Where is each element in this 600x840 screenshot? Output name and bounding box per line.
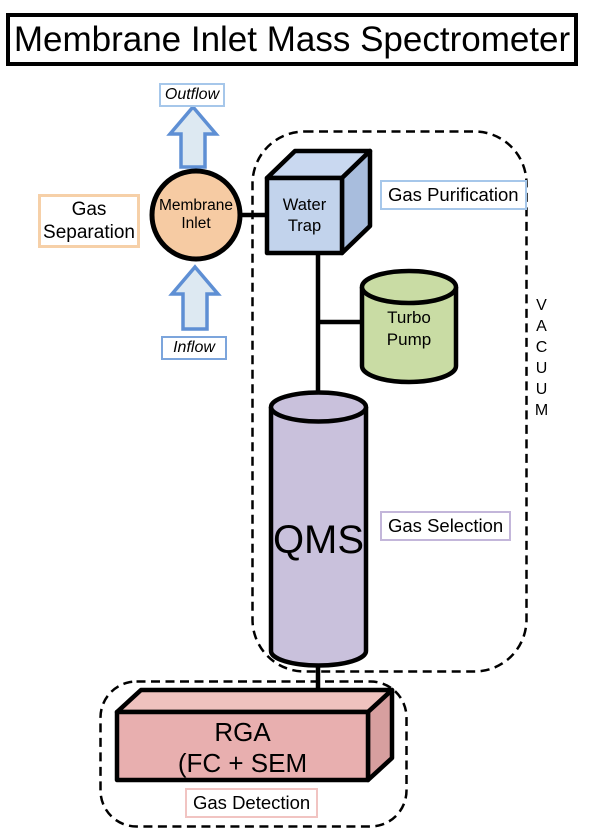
- vacuum-region-border: [251, 130, 528, 673]
- gas-purification-label: Gas Purification: [380, 180, 527, 210]
- detection-region-border: [99, 680, 408, 828]
- qms-label: QMS: [272, 518, 365, 562]
- membrane-inlet-circle: [149, 168, 243, 262]
- page-title: Membrane Inlet Mass Spectrometer: [6, 13, 578, 66]
- rga-box: [114, 687, 395, 783]
- outflow-arrow-icon: [166, 104, 220, 169]
- membrane-inlet-label: Membrane Inlet: [158, 197, 234, 233]
- water-trap-label: Water Trap: [282, 196, 327, 236]
- gas-detection-label: Gas Detection: [185, 788, 319, 818]
- outflow-label: Outflow: [159, 83, 225, 107]
- gas-separation-label: Gas Separation: [38, 194, 140, 249]
- rga-label-line1: RGA: [214, 717, 271, 747]
- turbo-pump-label: Turbo Pump: [386, 308, 432, 350]
- rga-label-line2: (FC + SEM: [177, 747, 308, 778]
- vacuum-region-label: VACUUM: [533, 297, 550, 423]
- inflow-label: Inflow: [161, 336, 227, 360]
- rga-label: RGA (FC + SEM: [117, 717, 368, 778]
- qms-cylinder: [268, 390, 369, 668]
- gas-selection-label: Gas Selection: [380, 511, 512, 541]
- inflow-arrow-icon: [168, 264, 222, 331]
- turbo-pump-cylinder: [359, 268, 459, 385]
- water-trap-box: [264, 148, 373, 256]
